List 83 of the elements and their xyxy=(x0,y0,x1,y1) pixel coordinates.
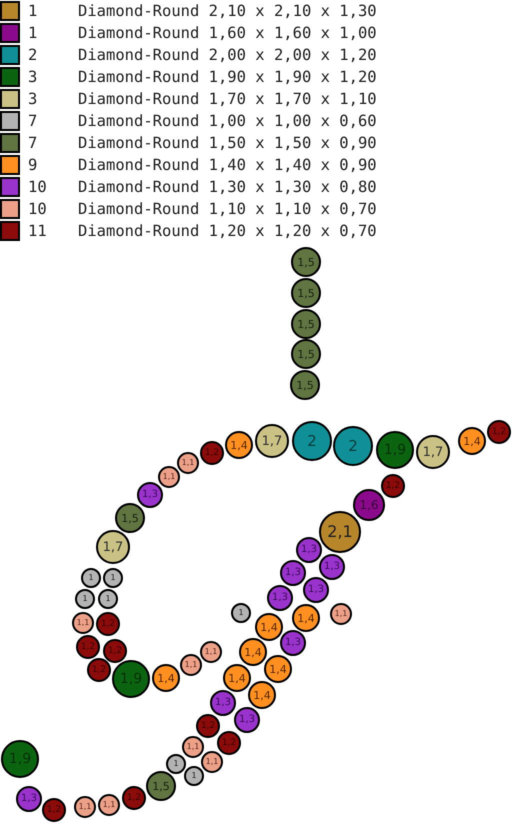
stone-circle: 1,4 xyxy=(264,655,292,683)
stone-circle: 1,2 xyxy=(96,612,120,636)
stone-circle: 1,5 xyxy=(291,309,321,339)
stone-circle: 1,3 xyxy=(296,537,322,563)
stone-circle: 1,4 xyxy=(152,664,180,692)
legend-count: 9 xyxy=(28,156,38,174)
stone-circle: 1,5 xyxy=(291,247,321,277)
stone-circle: 1,2 xyxy=(487,420,511,444)
legend-count: 10 xyxy=(28,178,48,196)
stone-circle: 1,3 xyxy=(267,585,293,611)
stone-circle: 1,1 xyxy=(330,603,352,625)
stone-circle: 1,1 xyxy=(74,796,96,818)
stone-circle: 1,2 xyxy=(200,441,224,465)
stone-circle: 1,2 xyxy=(76,635,100,659)
stone-circle: 1,1 xyxy=(180,654,202,676)
stone-circle: 1,3 xyxy=(280,630,306,656)
stone-circle: 1,3 xyxy=(16,786,42,812)
legend-count: 1 xyxy=(28,24,38,42)
stone-circle: 1,4 xyxy=(239,638,267,666)
stone-circle: 1,5 xyxy=(291,339,321,369)
legend-count: 7 xyxy=(28,112,38,130)
stone-circle: 1,1 xyxy=(200,641,222,663)
stone-circle: 1,3 xyxy=(303,577,329,603)
legend-count: 2 xyxy=(28,46,38,64)
legend-label: Diamond-Round 1,50 x 1,50 x 0,90 xyxy=(78,134,377,152)
stone-circle: 1,4 xyxy=(255,613,283,641)
legend-count: 7 xyxy=(28,134,38,152)
stone-circle: 1 xyxy=(184,766,204,786)
stone-circle: 1,4 xyxy=(248,681,276,709)
stone-circle: 1,1 xyxy=(177,452,199,474)
stone-circle: 1,2 xyxy=(196,714,220,738)
legend-count: 3 xyxy=(28,90,38,108)
stone-circle: 1,6 xyxy=(353,489,385,521)
stone-circle: 2,1 xyxy=(319,511,361,553)
stone-circle: 1,7 xyxy=(416,435,450,469)
stone-circle: 1,5 xyxy=(146,771,176,801)
legend-label: Diamond-Round 1,30 x 1,30 x 0,80 xyxy=(78,178,377,196)
legend-count: 10 xyxy=(28,200,48,218)
stone-circle: 1,7 xyxy=(255,424,289,458)
legend-label: Diamond-Round 2,10 x 2,10 x 1,30 xyxy=(78,2,377,20)
stone-circle: 1,1 xyxy=(182,736,204,758)
stone-circle: 1,3 xyxy=(319,554,345,580)
legend-label: Diamond-Round 1,40 x 1,40 x 0,90 xyxy=(78,156,377,174)
stone-circle: 1,7 xyxy=(96,530,130,564)
legend-label: Diamond-Round 1,90 x 1,90 x 1,20 xyxy=(78,68,377,86)
stone-circle: 1,5 xyxy=(290,370,320,400)
stone-circle: 1,2 xyxy=(87,658,111,682)
stone-circle: 1,4 xyxy=(223,664,251,692)
stone-circle: 1,3 xyxy=(137,482,163,508)
stone-circle: 1 xyxy=(75,589,95,609)
stone-circle: 1,3 xyxy=(280,560,306,586)
stone-circle: 1,2 xyxy=(122,786,146,810)
legend-count: 11 xyxy=(28,222,48,240)
stone-circle: 1,2 xyxy=(42,798,66,822)
stone-circle: 1,2 xyxy=(103,639,127,663)
legend-count: 1 xyxy=(28,2,38,20)
legend-label: Diamond-Round 1,70 x 1,70 x 1,10 xyxy=(78,90,377,108)
stone-circle: 1,4 xyxy=(292,604,320,632)
stone-circle: 1 xyxy=(231,603,251,623)
stone-circle: 1,1 xyxy=(98,794,120,816)
stone-circle: 1 xyxy=(81,568,101,588)
stone-circle: 2 xyxy=(333,426,373,466)
stone-circle: 1,4 xyxy=(458,427,486,455)
stone-circle: 1 xyxy=(166,754,186,774)
stone-circle: 1,2 xyxy=(217,731,241,755)
stone-circle: 1 xyxy=(98,589,118,609)
legend-label: Diamond-Round 1,00 x 1,00 x 0,60 xyxy=(78,112,377,130)
legend-label: Diamond-Round 1,10 x 1,10 x 0,70 xyxy=(78,200,377,218)
stone-circle: 1,1 xyxy=(72,612,94,634)
stone-circle: 1,3 xyxy=(210,690,236,716)
stone-circle: 1,4 xyxy=(225,431,253,459)
stone-circle: 1,1 xyxy=(158,466,180,488)
stone-circle: 1 xyxy=(103,568,123,588)
stone-circle: 1,3 xyxy=(234,707,260,733)
legend-count: 3 xyxy=(28,68,38,86)
stone-circle: 1,5 xyxy=(291,278,321,308)
legend-label: Diamond-Round 1,20 x 1,20 x 0,70 xyxy=(78,222,377,240)
stone-circle: 1,1 xyxy=(201,751,223,773)
stone-circle: 2 xyxy=(292,421,332,461)
stone-circle: 1,5 xyxy=(115,503,145,533)
legend-label: Diamond-Round 2,00 x 2,00 x 1,20 xyxy=(78,46,377,64)
legend-label: Diamond-Round 1,60 x 1,60 x 1,00 xyxy=(78,24,377,42)
stone-circle: 1,2 xyxy=(381,474,405,498)
